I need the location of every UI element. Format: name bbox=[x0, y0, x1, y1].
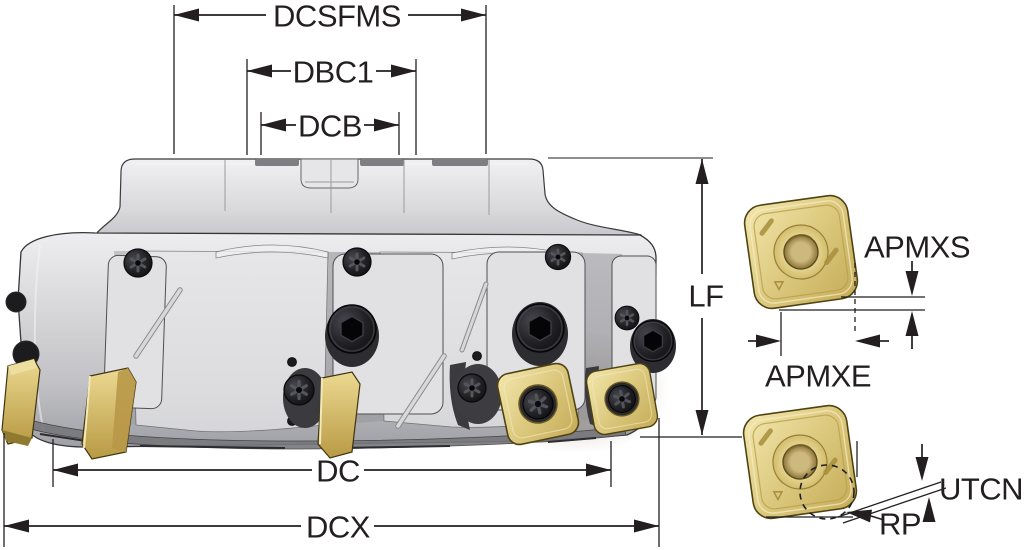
dim-label-lf: LF bbox=[688, 279, 723, 314]
arrowhead bbox=[905, 271, 919, 296]
torx-screw-icon bbox=[282, 373, 316, 407]
insert-station bbox=[81, 247, 183, 460]
pin bbox=[134, 288, 182, 358]
arrowhead bbox=[461, 8, 486, 22]
insert-detail-view bbox=[742, 193, 859, 310]
drive-slot bbox=[360, 159, 404, 166]
arrowhead bbox=[905, 311, 919, 336]
insert-flank-facet bbox=[112, 368, 136, 452]
pin-hole bbox=[472, 351, 482, 361]
dim-label-dbc1: DBC1 bbox=[293, 55, 374, 90]
pin bbox=[396, 354, 446, 428]
arrowhead bbox=[53, 463, 78, 477]
pin bbox=[460, 282, 488, 352]
arrowhead bbox=[634, 519, 659, 533]
insert-station bbox=[1, 358, 41, 446]
pin-hole bbox=[287, 357, 297, 367]
arrowhead bbox=[922, 497, 936, 522]
arrowhead bbox=[374, 118, 399, 132]
leader-line bbox=[870, 515, 885, 521]
dim-label-dcx: DCX bbox=[306, 510, 371, 545]
dim-label-dc: DC bbox=[316, 454, 360, 489]
hex-screw-icon bbox=[327, 304, 377, 354]
torx-screw-icon bbox=[456, 372, 488, 404]
torx-screw-icon bbox=[544, 243, 572, 271]
body-highlight bbox=[33, 244, 45, 433]
insert-highlight bbox=[319, 377, 323, 445]
arrowhead bbox=[855, 334, 880, 348]
insert-station bbox=[583, 255, 676, 438]
hex-screw-icon bbox=[631, 319, 675, 363]
dim-dcsfms: DCSFMS bbox=[173, 0, 487, 154]
dim-label-rp: RP bbox=[879, 507, 921, 542]
arrowhead bbox=[695, 410, 709, 435]
torx-screw-icon bbox=[613, 304, 641, 332]
arrowhead bbox=[846, 509, 872, 523]
torx-screw-icon bbox=[122, 247, 154, 279]
dim-lf: LF bbox=[548, 157, 742, 438]
hex-screw-icon bbox=[515, 303, 565, 353]
cutter-flange bbox=[94, 158, 644, 250]
insert-station bbox=[449, 243, 586, 449]
dim-dc: DC bbox=[52, 439, 612, 489]
insert-top-facet bbox=[8, 359, 37, 375]
insert-edge-view bbox=[317, 371, 361, 459]
arrowhead bbox=[586, 463, 611, 477]
dim-dcb: DCB bbox=[260, 109, 400, 155]
wiper-radius-circle bbox=[799, 464, 855, 520]
dim-dcx: DCX bbox=[3, 418, 660, 547]
bottom-edge-lines bbox=[39, 433, 597, 449]
flange-notch bbox=[300, 158, 359, 189]
arrowhead bbox=[4, 519, 29, 533]
arrowhead bbox=[695, 159, 709, 184]
dim-label-apmxe: APMXE bbox=[765, 359, 871, 394]
dim-dbc1: DBC1 bbox=[246, 55, 417, 155]
drive-slot bbox=[432, 159, 488, 166]
arrowhead bbox=[915, 457, 929, 481]
insert-detail-view bbox=[741, 403, 858, 520]
arrowhead bbox=[247, 64, 272, 78]
cutter-front-view bbox=[1, 158, 676, 460]
dim-label-dcsfms: DCSFMS bbox=[273, 0, 401, 34]
torx-screw-icon bbox=[341, 246, 373, 278]
mounted-insert bbox=[583, 360, 661, 438]
dim-label-dcb: DCB bbox=[298, 109, 362, 144]
tooth-shoulder bbox=[215, 244, 329, 259]
arrowhead bbox=[261, 118, 286, 132]
insert-highlight bbox=[83, 375, 91, 449]
mounted-insert bbox=[493, 359, 583, 449]
arrowhead bbox=[174, 8, 199, 22]
insert-station bbox=[282, 246, 447, 459]
dim-label-apmxs: APMXS bbox=[864, 230, 970, 265]
insert-bottom-facet bbox=[2, 430, 32, 446]
arrowhead bbox=[756, 334, 781, 348]
insert-detail-apmx: APMXS APMXE bbox=[742, 193, 971, 394]
arrowhead bbox=[391, 64, 416, 78]
dim-label-utcn: UTCN bbox=[939, 472, 1023, 507]
insert-detail-utcn: UTCN RP bbox=[741, 403, 1024, 542]
torx-screw-icon bbox=[5, 291, 27, 313]
drive-slot bbox=[255, 159, 299, 166]
